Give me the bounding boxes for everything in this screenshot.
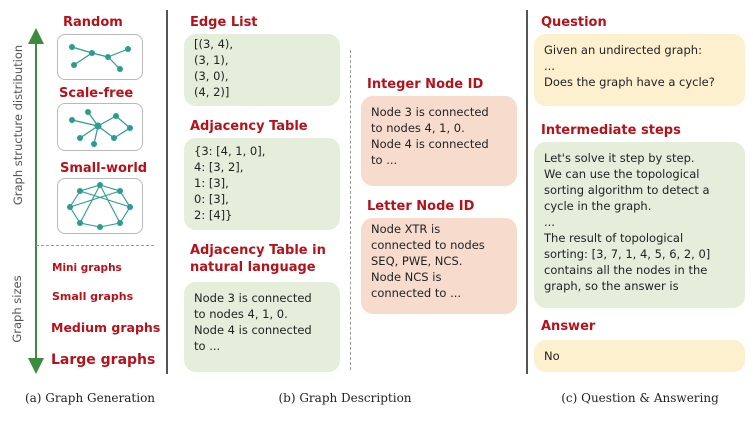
random-graph-icon	[57, 34, 143, 80]
steps-title: Intermediate steps	[541, 123, 681, 138]
axis-arrow	[28, 28, 44, 374]
small-world-graph-icon	[57, 178, 143, 234]
caption-a: (a) Graph Generation	[24, 391, 156, 405]
question-box: Given an undirected graph: ... Does the …	[534, 34, 745, 106]
integer-id-title: Integer Node ID	[367, 77, 484, 92]
question-title: Question	[541, 15, 607, 30]
structure-scale-free: Scale-free	[59, 86, 134, 101]
axis-label-sizes: Graph sizes	[10, 275, 24, 343]
axis-label-structure: Graph structure distribution	[11, 44, 25, 206]
size-small: Small graphs	[52, 290, 134, 303]
size-mini: Mini graphs	[52, 262, 122, 274]
size-medium: Medium graphs	[51, 320, 161, 335]
steps-box: Let's solve it step by step. We can use …	[534, 142, 745, 308]
adjacency-nl-title: Adjacency Table in natural language	[190, 243, 326, 275]
caption-b: (b) Graph Description	[278, 391, 412, 405]
dashed-divider-b	[350, 50, 351, 370]
structure-random: Random	[63, 15, 123, 30]
edge-list-title: Edge List	[190, 15, 258, 30]
edge-list-box: [(3, 4), (3, 1), (3, 0), (4, 2)]	[184, 34, 340, 106]
answer-box: No	[534, 340, 745, 372]
divider-b-c	[526, 10, 528, 374]
size-large: Large graphs	[51, 352, 156, 368]
adjacency-table-box: {3: [4, 1, 0], 4: [3, 2], 1: [3], 0: [3]…	[184, 138, 340, 230]
adjacency-table-title: Adjacency Table	[190, 119, 308, 134]
dashed-divider	[36, 245, 154, 246]
adjacency-nl-box: Node 3 is connected to nodes 4, 1, 0. No…	[184, 282, 340, 372]
structure-small-world: Small-world	[60, 161, 148, 176]
integer-id-box: Node 3 is connected to nodes 4, 1, 0. No…	[361, 96, 517, 186]
scale-free-graph-icon	[57, 103, 143, 151]
answer-title: Answer	[541, 319, 596, 334]
letter-id-title: Letter Node ID	[367, 199, 475, 214]
caption-c: (c) Question & Answering	[561, 391, 719, 405]
letter-id-box: Node XTR is connected to nodes SEQ, PWE,…	[361, 218, 517, 314]
divider-a-b	[166, 10, 168, 374]
